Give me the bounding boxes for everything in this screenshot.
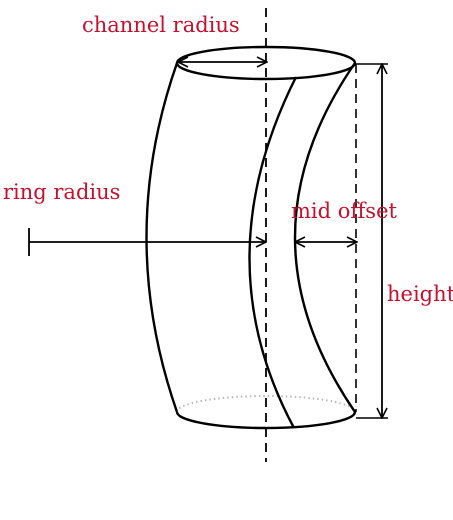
left-outer-contour [145,62,179,413]
bottom-ellipse-back-edge [176,395,356,413]
bottom-ellipse-front-edge [175,411,357,430]
mid-offset-label: mid offset [291,199,398,223]
channel-radius-label: channel radius [82,13,240,37]
inner-channel-right-contour [293,62,356,413]
height-label: height [387,282,453,306]
ring-radius-label: ring radius [3,180,120,204]
inner-channel-front-contour [248,76,298,429]
